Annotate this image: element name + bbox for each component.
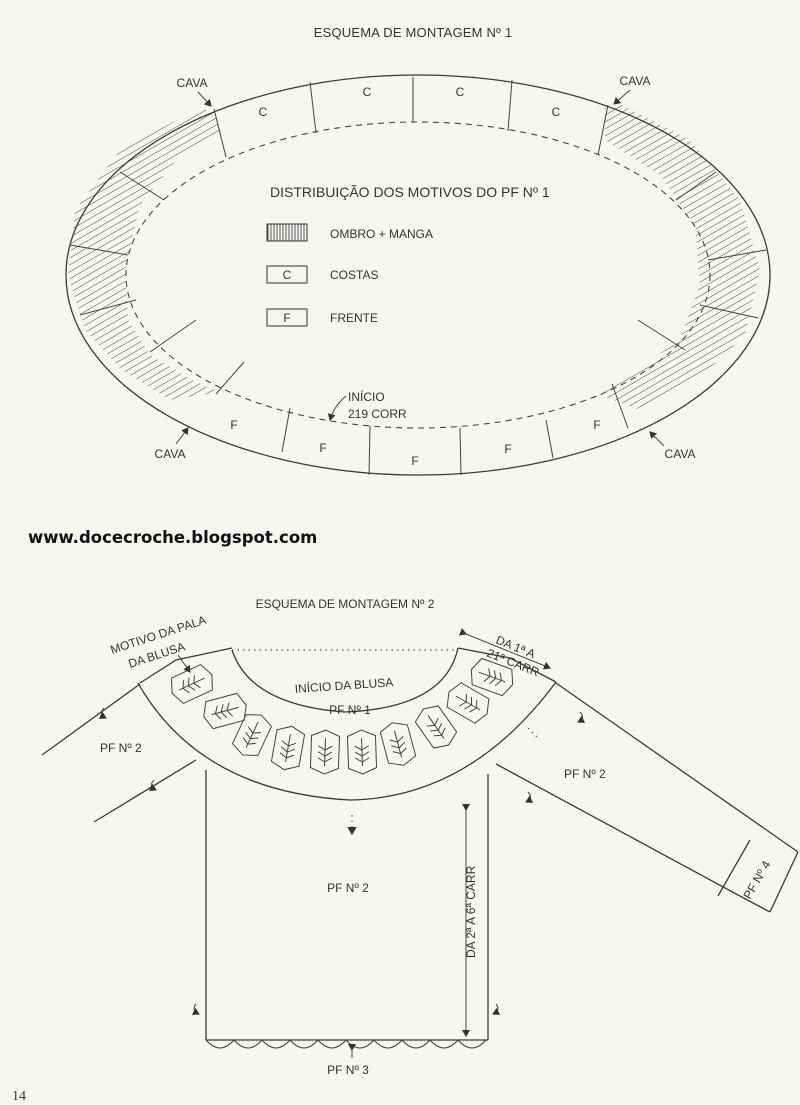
left-sleeve: PF Nº 2 <box>41 683 197 823</box>
cava-label-bottom-left: CAVA <box>155 447 186 461</box>
legend-swatch-f <box>266 308 308 327</box>
back-segments: C C C C <box>259 85 561 119</box>
hatch-right <box>600 104 760 410</box>
segment-c-2: C <box>363 85 372 99</box>
segment-c-1: C <box>259 105 268 119</box>
legend-key-c: C <box>283 268 292 282</box>
blouse-start-label: INÍCIO DA BLUSA <box>294 674 394 696</box>
legend-label-front: FRENTE <box>330 311 378 325</box>
page-number: 14 <box>12 1089 26 1104</box>
yoke-inner-neck <box>231 647 459 713</box>
hatch-left <box>68 108 220 400</box>
legend-key-f: F <box>283 311 290 325</box>
leaf-motif <box>309 729 341 775</box>
right-sleeve: PF Nº 2 PF Nº 4 <box>495 682 799 913</box>
assembly-diagram-2: ESQUEMA DE MONTAGEM Nº 2 <box>41 597 799 1077</box>
legend: DISTRIBUIÇÃO DOS MOTIVOS DO PF Nº 1 OMBR… <box>266 184 550 327</box>
legend-label-back: COSTAS <box>330 268 378 282</box>
leaf-motif <box>270 725 306 771</box>
leaf-motif <box>446 682 490 724</box>
segment-f-4: F <box>504 442 511 456</box>
yoke-leaf-motifs <box>171 657 514 775</box>
start-label-line1: INÍCIO <box>348 389 385 404</box>
leaf-motif <box>231 714 273 756</box>
body-pf-label: PF Nº 2 <box>327 881 369 895</box>
cava-label-bottom-right: CAVA <box>665 447 696 461</box>
cava-label-top-right: CAVA <box>620 74 651 88</box>
start-marker: INÍCIO 219 CORR <box>327 389 407 421</box>
legend-title: DISTRIBUIÇÃO DOS MOTIVOS DO PF Nº 1 <box>270 184 550 200</box>
legend-label-shoulder-sleeve: OMBRO + MANGA <box>330 227 433 241</box>
right-sleeve-pf-label: PF Nº 2 <box>564 767 606 781</box>
outer-oval <box>65 74 771 476</box>
start-label-line2: 219 CORR <box>348 407 407 421</box>
segment-f-5: F <box>593 418 600 432</box>
leaf-motif <box>203 692 247 730</box>
leaf-motif <box>379 722 417 766</box>
yoke-pf-label: PF Nº 1 <box>329 703 371 717</box>
armhole-markers: CAVA CAVA CAVA CAVA <box>155 74 696 461</box>
diagram2-title: ESQUEMA DE MONTAGEM Nº 2 <box>256 597 435 611</box>
hem-scallops <box>205 1039 487 1049</box>
hatched-zones <box>68 104 760 410</box>
diagram1-title: ESQUEMA DE MONTAGEM Nº 1 <box>314 25 513 40</box>
segment-f-1: F <box>230 418 237 432</box>
hem-pf-label: PF Nº 3 <box>327 1063 369 1077</box>
inner-oval-dashed <box>125 121 711 429</box>
yoke-outer <box>137 681 557 801</box>
segment-f-2: F <box>319 441 326 455</box>
website-watermark: www.docecroche.blogspot.com <box>28 528 318 547</box>
legend-swatch-c <box>266 265 308 284</box>
segment-c-4: C <box>552 105 561 119</box>
cuff-pf-label: PF Nº 4 <box>740 858 773 901</box>
body: PF Nº 2 DA 2ª A 6ª CARR PF Nº 3 <box>191 770 501 1077</box>
segment-dividers <box>69 77 767 476</box>
leaf-motif <box>346 729 378 775</box>
yoke-top-left <box>139 647 233 684</box>
leaf-motif <box>171 663 213 705</box>
leaf-motif <box>414 705 458 749</box>
legend-swatch-hatched <box>266 223 308 242</box>
left-sleeve-pf-label: PF Nº 2 <box>100 741 142 755</box>
segment-f-3: F <box>411 454 418 468</box>
body-rows-label: DA 2ª A 6ª CARR <box>464 865 478 958</box>
cava-label-top-left: CAVA <box>177 76 208 90</box>
assembly-diagram-1: ESQUEMA DE MONTAGEM Nº 1 <box>65 25 771 476</box>
front-segments: F F F F F <box>230 418 600 468</box>
segment-c-3: C <box>456 85 465 99</box>
